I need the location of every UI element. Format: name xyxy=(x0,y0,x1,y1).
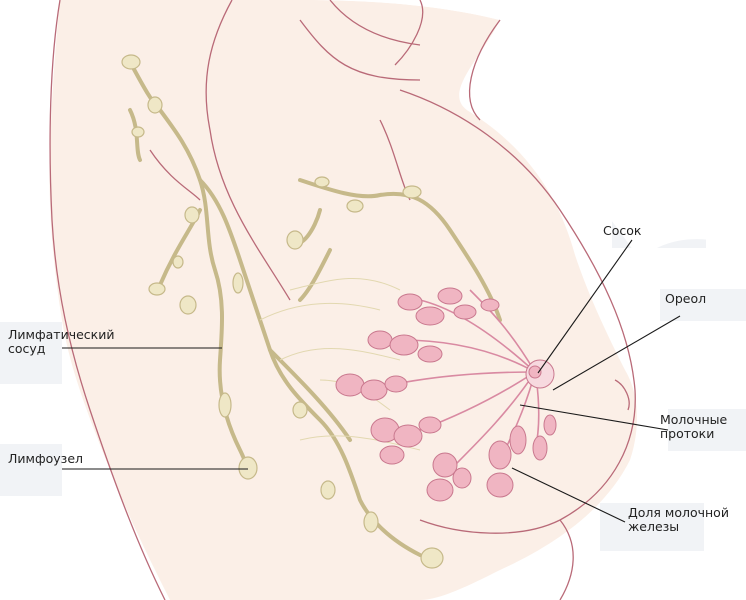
nipple-shape xyxy=(528,365,542,379)
lymph-node xyxy=(184,206,200,224)
lobule xyxy=(397,293,423,311)
arm-outline xyxy=(49,0,166,600)
lobule xyxy=(360,379,388,401)
duct xyxy=(454,371,536,466)
lobule xyxy=(384,375,408,393)
lobule xyxy=(415,306,445,326)
label-areola: Ореол xyxy=(665,291,707,306)
lymph-node xyxy=(147,96,163,114)
lobule xyxy=(367,330,393,350)
breast-fold xyxy=(614,379,630,411)
armpit-fold xyxy=(149,149,201,201)
leader-lines xyxy=(62,239,681,523)
body-outlines xyxy=(49,0,636,600)
lymph-node xyxy=(292,401,308,419)
lymph-node xyxy=(286,230,304,250)
leader-areola xyxy=(552,315,681,391)
lymph-node xyxy=(402,185,422,199)
lobule xyxy=(452,467,472,489)
label-lobule: Доля молочной железы xyxy=(628,505,729,534)
lobule xyxy=(532,435,548,461)
lobule xyxy=(543,414,557,436)
lobule xyxy=(437,287,463,305)
label-nipple: Сосок xyxy=(603,223,642,238)
neck-line xyxy=(394,0,424,66)
shoulder-shape xyxy=(300,0,746,260)
lymph-node xyxy=(131,126,145,138)
label-bg-areola xyxy=(660,289,746,321)
lymph-branch-1 xyxy=(198,178,422,557)
duct xyxy=(419,299,536,373)
underbreast-line xyxy=(559,519,574,600)
duct xyxy=(469,289,536,373)
gland-lobules xyxy=(335,287,557,502)
lymph-node xyxy=(218,392,232,418)
lobule xyxy=(480,298,500,312)
lymph-main-trunk xyxy=(128,60,252,472)
lobule xyxy=(426,478,454,502)
breast-outline xyxy=(399,89,636,534)
lobule xyxy=(453,304,477,320)
leader-nipple xyxy=(537,239,633,374)
lobule xyxy=(488,440,512,470)
label-bg-ducts xyxy=(668,409,746,451)
duct xyxy=(389,371,536,386)
lymph-node xyxy=(148,282,166,296)
lobule xyxy=(417,345,443,363)
clavicle-line xyxy=(329,0,421,46)
lymph-node xyxy=(320,480,336,500)
lobule xyxy=(418,416,442,434)
lymph-branch-6 xyxy=(268,348,352,442)
fiber xyxy=(289,278,401,291)
lymph-node xyxy=(363,511,379,533)
lymph-branch-5 xyxy=(298,248,332,302)
lymph-node xyxy=(121,54,141,70)
lymph-node xyxy=(346,199,364,213)
shoulder-outline xyxy=(468,19,501,121)
fiber xyxy=(259,302,381,321)
lobule xyxy=(509,425,527,455)
chest-upper-line xyxy=(299,19,421,81)
lymph-node xyxy=(238,456,258,480)
lymph-node xyxy=(232,272,244,294)
lymph-node xyxy=(314,176,330,188)
lymph-branch-3 xyxy=(298,178,502,322)
lymph-node xyxy=(420,547,444,569)
lymph-node xyxy=(172,255,184,269)
leader-lobule xyxy=(511,467,626,523)
lobule xyxy=(389,334,419,356)
leader-ducts xyxy=(519,404,669,431)
label-lymph-node: Лимфоузел xyxy=(8,451,84,466)
lobule xyxy=(335,373,365,397)
lymph-nodes xyxy=(121,54,444,569)
label-lymph-vessel: Лимфатический сосуд xyxy=(8,327,115,356)
lymph-node xyxy=(179,295,197,315)
torso-side-outline xyxy=(205,0,291,301)
lobule xyxy=(432,452,458,478)
label-bg-lymph-node xyxy=(0,444,62,496)
lymph-branch-7 xyxy=(128,108,142,162)
lobule xyxy=(393,424,423,448)
label-bg-lymph-vessel xyxy=(0,322,62,384)
fiber xyxy=(279,347,401,361)
lobule xyxy=(379,445,405,465)
label-bg-lobule xyxy=(600,503,704,551)
label-ducts: Молочные протоки xyxy=(660,412,728,441)
lobule xyxy=(486,472,514,498)
